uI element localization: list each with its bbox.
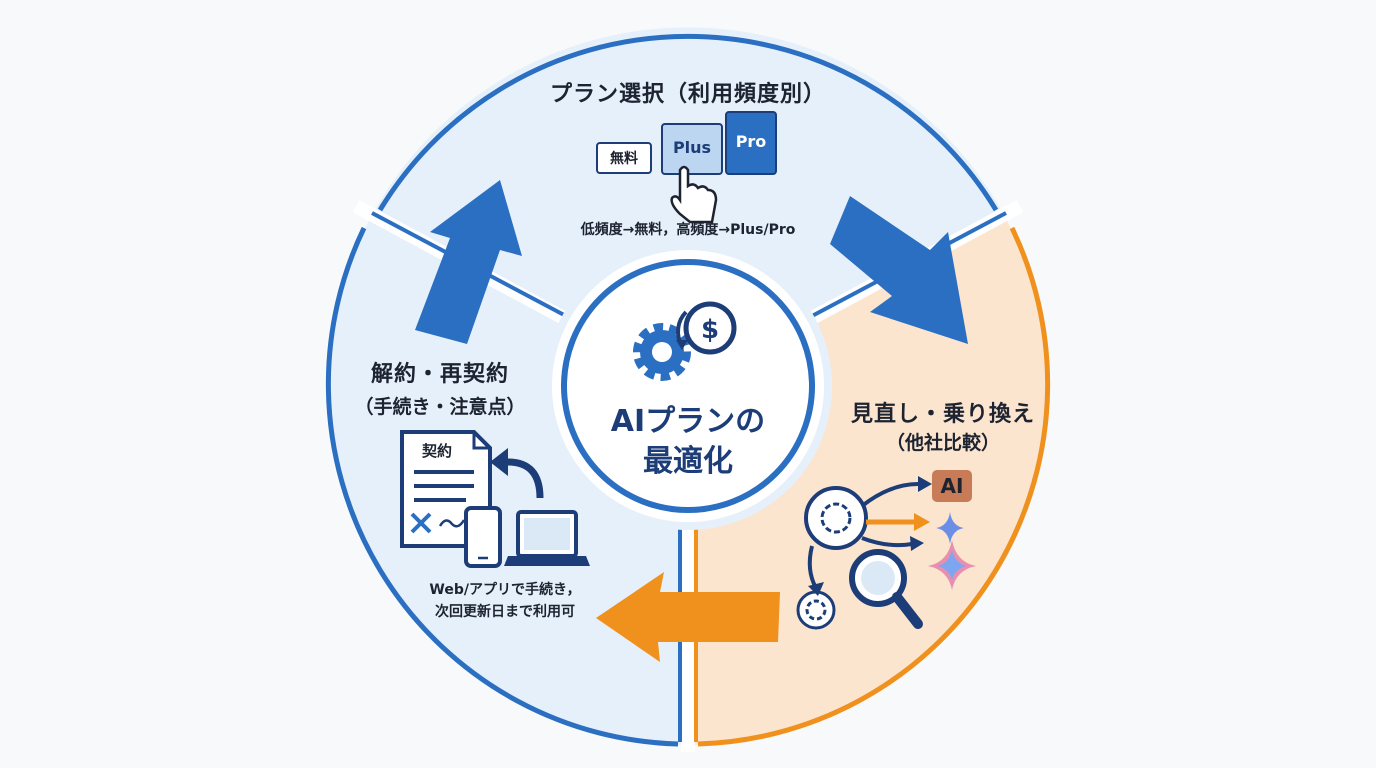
- tier-plus-box: [661, 123, 723, 175]
- cancel-title: 解約・再契約: [370, 362, 509, 387]
- rim-cancel: [325, 226, 679, 747]
- review-title: 見直し・乗り換え: [850, 402, 1035, 427]
- tier-free-box: [596, 142, 652, 174]
- center-circle: [561, 259, 815, 513]
- undo-arrow-icon: [490, 448, 544, 499]
- rim-plan: [377, 33, 999, 212]
- gear-dollar-icon: $: [633, 301, 737, 381]
- tier-pro-label: Pro: [735, 132, 767, 151]
- review-subtitle: （他社比較）: [885, 432, 1000, 454]
- document-label: 契約: [421, 442, 452, 460]
- arrow-review-to-cancel: [596, 572, 780, 662]
- plan-note: 低頻度→無料，高頻度→Plus/Pro: [580, 222, 796, 238]
- cancel-subtitle: （手続き・注意点）: [354, 396, 526, 418]
- anthropic-logo-text: AI: [940, 474, 964, 498]
- tier-free-label: 無料: [610, 151, 638, 167]
- cancel-note-line2: 次回更新日まで利用可: [435, 604, 575, 620]
- arrow-cancel-to-plan: [415, 180, 522, 344]
- gemini-icon: [936, 512, 964, 544]
- rim-review: [697, 226, 1051, 747]
- anthropic-icon: [932, 470, 972, 502]
- center-title-line1: AIプランの: [610, 404, 766, 439]
- sparkle-icon: [928, 540, 976, 590]
- smartphone-icon: [464, 506, 502, 568]
- arrow-plan-to-review: [830, 196, 968, 344]
- center-title-line2: 最適化: [643, 444, 733, 479]
- cancel-note-line1: Web/アプリで手続き，: [429, 582, 581, 598]
- plan-title: プラン選択（利用頻度別）: [549, 82, 826, 107]
- openai-icon: [804, 486, 868, 550]
- tier-plus-label: Plus: [672, 138, 712, 157]
- svg-text:$: $: [701, 315, 719, 345]
- review-arrows: [807, 476, 932, 596]
- hand-pointer-icon: [670, 165, 718, 224]
- laptop-icon: [504, 510, 590, 566]
- magnifier-icon: [849, 549, 923, 629]
- openai-small-icon: [796, 590, 836, 630]
- tier-pro-box: [725, 111, 777, 175]
